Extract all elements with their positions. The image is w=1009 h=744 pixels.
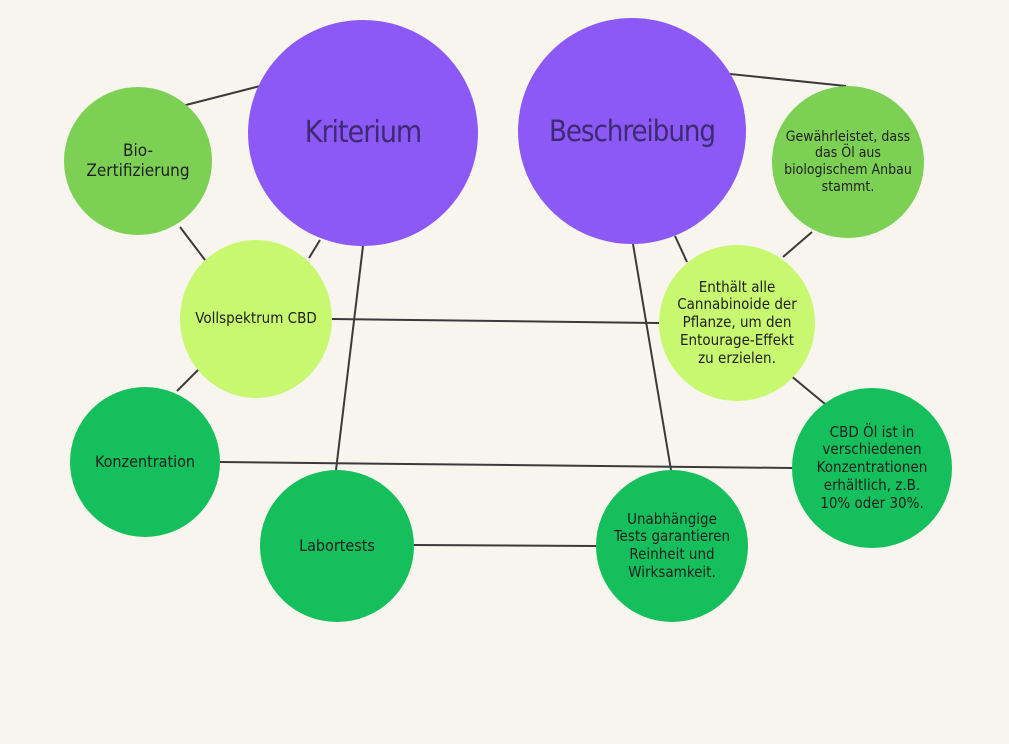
connector-kriterium-labortests	[335, 245, 364, 471]
connector-bio-vollspektrum	[179, 226, 206, 261]
bio-zertifizierung-node: Bio-Zertifizierung	[64, 87, 212, 235]
vollspektrum-cbd-description: Enthält alle Cannabinoide der Pflanze, u…	[677, 277, 797, 367]
vollspektrum-cbd-node: Vollspektrum CBD	[180, 240, 332, 398]
connector-beschreibung-labortestsdesc	[632, 243, 672, 471]
connector-beschreibung-vollspektrumdesc	[674, 235, 688, 263]
bio-zertifizierung-label: Bio-Zertifizierung	[86, 140, 190, 181]
labortests-node: Labortests	[260, 470, 414, 622]
labortests-description: Unabhängige Tests garantieren Reinheit u…	[613, 509, 731, 581]
connector-beschreibung-biodesc	[729, 73, 847, 87]
beschreibung-label: Beschreibung	[548, 113, 716, 148]
kriterium-label: Kriterium	[304, 115, 422, 151]
konzentration-description-node: CBD Öl ist in verschiedenen Konzentratio…	[792, 388, 952, 548]
kriterium-header-node: Kriterium	[248, 20, 478, 246]
konzentration-description: CBD Öl ist in verschiedenen Konzentratio…	[816, 422, 928, 512]
konzentration-label: Konzentration	[94, 451, 196, 471]
connector-vollspektrum-row	[331, 318, 660, 324]
connector-vollspektrum-konzentration	[176, 368, 200, 392]
connector-biodesc-vollspektrumdesc	[782, 231, 813, 258]
bio-zertifizierung-description-node: Gewährleistet, dass das Öl aus biologisc…	[772, 86, 924, 238]
beschreibung-header-node: Beschreibung	[518, 18, 746, 244]
bio-zertifizierung-description: Gewährleistet, dass das Öl aus biologisc…	[784, 128, 912, 195]
labortests-description-node: Unabhängige Tests garantieren Reinheit u…	[596, 470, 748, 622]
connector-konzentration-row	[219, 461, 793, 469]
connector-kriterium-vollspektrum	[308, 239, 321, 259]
connector-kriterium-bio	[181, 85, 261, 107]
connector-vollspektrumdesc-konzentrationdesc	[789, 374, 826, 405]
vollspektrum-cbd-description-node: Enthält alle Cannabinoide der Pflanze, u…	[659, 245, 815, 401]
labortests-label: Labortests	[299, 535, 375, 555]
konzentration-node: Konzentration	[70, 387, 220, 537]
vollspektrum-cbd-label: Vollspektrum CBD	[195, 309, 317, 328]
connector-labortests-row	[413, 544, 597, 547]
